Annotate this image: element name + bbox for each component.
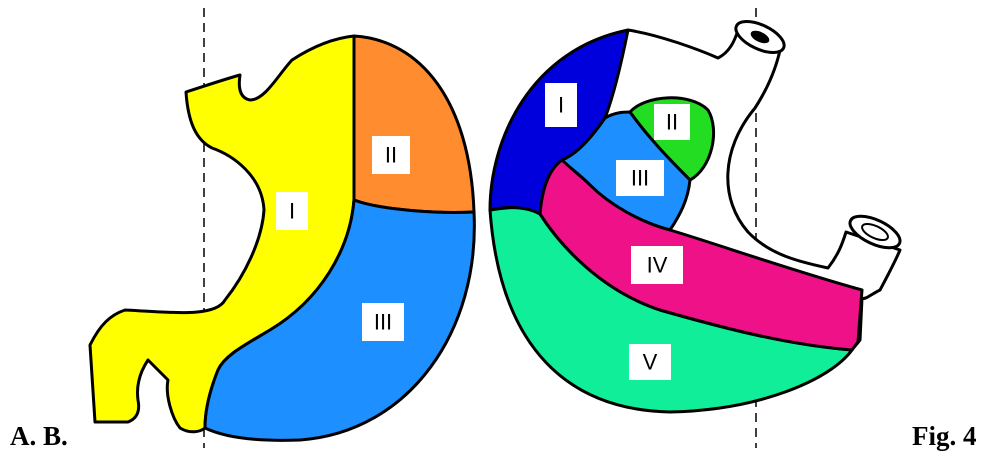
svg-text:IV: IV	[647, 253, 668, 278]
svg-text:III: III	[374, 310, 392, 335]
svg-text:I: I	[558, 93, 564, 118]
diagram-b-label-2: II	[654, 104, 690, 140]
diagram-b-label-5: V	[629, 344, 671, 380]
figure-number: Fig. 4	[912, 421, 977, 451]
diagram-a-region-2	[352, 34, 476, 214]
diagram-a-label-1: I	[276, 192, 308, 230]
diagram-a-label-2: II	[372, 136, 410, 174]
diagram-a-region-3	[203, 198, 476, 442]
diagram-b-label-3: III	[616, 160, 664, 196]
svg-text:II: II	[385, 143, 397, 168]
diagram-b-label-4: IV	[631, 246, 683, 284]
diagram-a-label-3: III	[362, 303, 404, 341]
svg-text:II: II	[666, 110, 678, 135]
diagram-b-region-4	[538, 158, 864, 352]
diagram-a-region-1	[88, 34, 356, 434]
svg-text:III: III	[631, 166, 649, 191]
svg-text:V: V	[643, 350, 658, 375]
diagram-b-label-1: I	[545, 83, 577, 127]
figure-part-labels: A. B.	[10, 421, 68, 451]
diagram-a: I II III	[88, 34, 476, 442]
esophagus-lumen	[750, 30, 770, 44]
svg-text:I: I	[289, 199, 295, 224]
diagram-b: I II III IV V	[488, 20, 902, 414]
duodenum-lumen	[861, 222, 889, 242]
